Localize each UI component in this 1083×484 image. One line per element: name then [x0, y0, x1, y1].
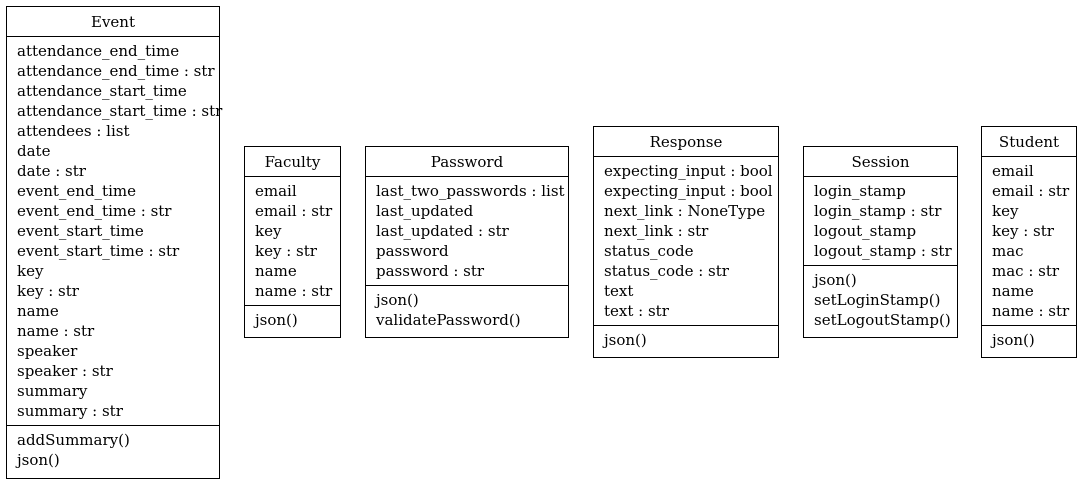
attribute-row: attendance_start_time	[17, 82, 187, 100]
attribute-row: date : str	[17, 162, 86, 180]
class-name: Faculty	[245, 147, 340, 177]
method-row: json()	[255, 311, 298, 329]
attribute-row: text	[604, 282, 634, 300]
attribute-row: key	[255, 222, 282, 240]
class-faculty: Faculty email email : str key key : str name…	[244, 146, 341, 338]
attribute-row: expecting_input : bool	[604, 162, 773, 180]
method-row: setLogoutStamp()	[814, 311, 951, 329]
attributes-section: email email : str key key : str name name : s…	[245, 177, 340, 305]
class-student: Student email email : str key key : str mac m…	[981, 126, 1077, 358]
attribute-row: event_end_time	[17, 182, 136, 200]
class-name: Response	[594, 127, 778, 157]
attribute-row: email : str	[992, 182, 1070, 200]
attribute-row: mac : str	[992, 262, 1060, 280]
attribute-row: key	[17, 262, 44, 280]
attribute-row: key	[992, 202, 1019, 220]
class-name: Student	[982, 127, 1076, 157]
attribute-row: attendance_end_time : str	[17, 62, 215, 80]
class-name: Session	[804, 147, 957, 177]
attribute-row: email	[255, 182, 297, 200]
attribute-row: login_stamp : str	[814, 202, 942, 220]
attribute-row: key : str	[17, 282, 79, 300]
attribute-row: attendees : list	[17, 122, 130, 140]
attributes-section: expecting_input : bool expecting_input : …	[594, 157, 778, 325]
attribute-row: name : str	[255, 282, 333, 300]
attribute-row: name : str	[992, 302, 1070, 320]
attribute-row: next_link : str	[604, 222, 709, 240]
method-row: json()	[992, 331, 1035, 349]
attribute-row: last_two_passwords : list	[376, 182, 565, 200]
attribute-row: summary : str	[17, 402, 123, 420]
attribute-row: name	[992, 282, 1034, 300]
method-row: json()	[376, 291, 419, 309]
method-row: json()	[17, 451, 60, 469]
attribute-row: event_start_time	[17, 222, 144, 240]
attribute-row: attendance_start_time : str	[17, 102, 223, 120]
methods-section: addSummary() json()	[7, 425, 219, 474]
attribute-row: password	[376, 242, 449, 260]
method-row: addSummary()	[17, 431, 130, 449]
class-session: Session login_stamp login_stamp : str logo…	[803, 146, 958, 338]
attribute-row: name	[255, 262, 297, 280]
class-name: Event	[7, 7, 219, 37]
attribute-row: attendance_end_time	[17, 42, 180, 60]
method-row: json()	[814, 271, 857, 289]
methods-section: json()	[594, 325, 778, 354]
attribute-row: last_updated : str	[376, 222, 509, 240]
attribute-row: summary	[17, 382, 88, 400]
attributes-section: login_stamp login_stamp : str logout_stamp…	[804, 177, 957, 265]
attributes-section: email email : str key key : str mac mac : str…	[982, 157, 1076, 325]
attribute-row: expecting_input : bool	[604, 182, 773, 200]
attribute-row: speaker : str	[17, 362, 113, 380]
attribute-row: text : str	[604, 302, 669, 320]
attributes-section: attendance_end_time attendance_end_time :…	[7, 37, 223, 425]
attribute-row: email : str	[255, 202, 333, 220]
attribute-row: key : str	[255, 242, 317, 260]
attribute-row: logout_stamp : str	[814, 242, 952, 260]
attribute-row: password : str	[376, 262, 485, 280]
attribute-row: name : str	[17, 322, 95, 340]
class-name: Password	[366, 147, 568, 177]
attribute-row: date	[17, 142, 51, 160]
class-password: Password last_two_passwords : list last_u…	[365, 146, 569, 338]
attribute-row: key : str	[992, 222, 1054, 240]
attribute-row: status_code : str	[604, 262, 729, 280]
attribute-row: logout_stamp	[814, 222, 917, 240]
attribute-row: mac	[992, 242, 1024, 260]
method-row: validatePassword()	[376, 311, 521, 329]
attribute-row: login_stamp	[814, 182, 906, 200]
methods-section: json()	[245, 305, 340, 334]
methods-section: json()	[982, 325, 1076, 354]
attribute-row: event_end_time : str	[17, 202, 172, 220]
attribute-row: email	[992, 162, 1034, 180]
attribute-row: next_link : NoneType	[604, 202, 766, 220]
methods-section: json() validatePassword()	[366, 285, 568, 334]
attribute-row: name	[17, 302, 59, 320]
method-row: json()	[604, 331, 647, 349]
attribute-row: status_code	[604, 242, 694, 260]
attribute-row: speaker	[17, 342, 78, 360]
methods-section: json() setLoginStamp() setLogoutStamp()	[804, 265, 957, 334]
attribute-row: event_start_time : str	[17, 242, 180, 260]
attribute-row: last_updated	[376, 202, 474, 220]
method-row: setLoginStamp()	[814, 291, 941, 309]
